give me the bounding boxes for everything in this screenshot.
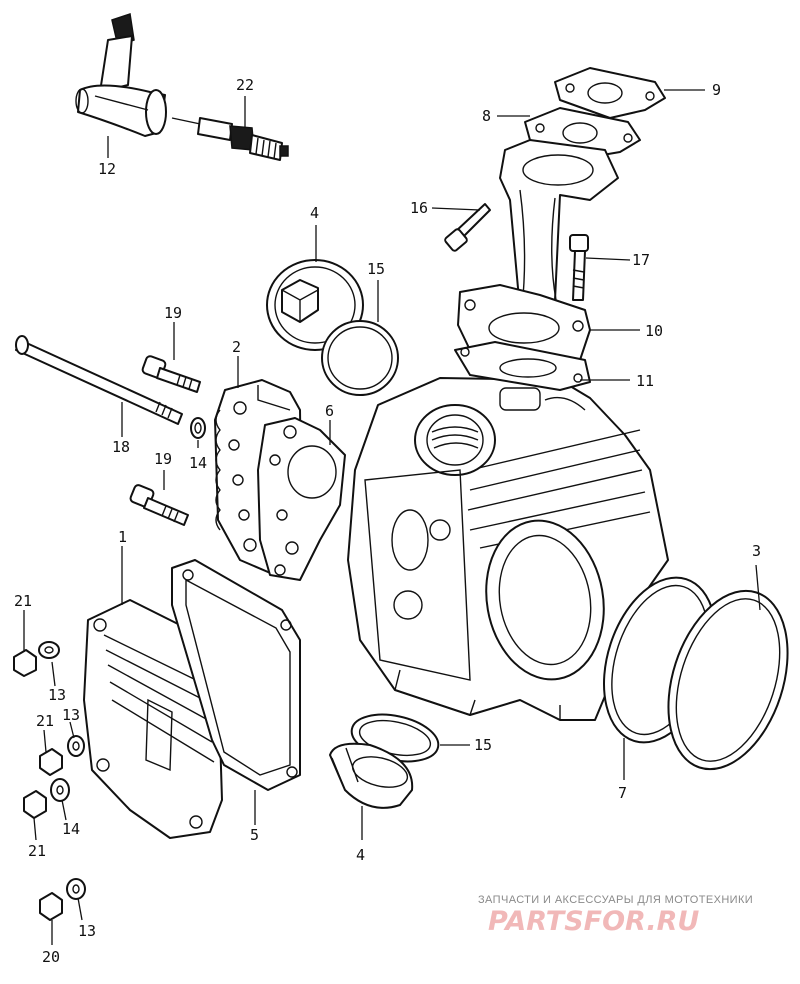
- callout-4-lower: 4: [356, 846, 365, 864]
- callout-11: 11: [636, 372, 654, 390]
- spark-plug: [171, 117, 289, 161]
- callout-12: 12: [98, 160, 116, 178]
- nut-20: [39, 892, 63, 921]
- callout-18: 18: [112, 438, 130, 456]
- intake-pipe: [499, 139, 619, 311]
- callout-4-upper: 4: [310, 204, 319, 222]
- nut-21-low: [23, 790, 47, 819]
- spark-plug-cap: [75, 13, 167, 137]
- callout-13-bottom: 13: [78, 922, 96, 940]
- callout-3: 3: [752, 542, 761, 560]
- cylinder-head: [347, 377, 669, 721]
- watermark: ЗАПЧАСТИ И АКСЕССУАРЫ ДЛЯ МОТОТЕХНИКИ PA…: [478, 894, 753, 937]
- washer-14-lower: [50, 778, 70, 802]
- nut-21-mid: [39, 748, 63, 776]
- bolt-19-upper: [141, 355, 201, 393]
- washer-13-top: [38, 641, 60, 659]
- callout-19-lower: 19: [154, 450, 172, 468]
- stud-bolt: [15, 335, 183, 425]
- callout-13-top: 13: [48, 686, 66, 704]
- callout-21-top: 21: [14, 592, 32, 610]
- callout-6: 6: [325, 402, 334, 420]
- callout-10: 10: [645, 322, 663, 340]
- bolt-16: [444, 203, 491, 252]
- callout-15-lower: 15: [474, 736, 492, 754]
- callout-22: 22: [236, 76, 254, 94]
- o-ring-upper: [321, 320, 399, 396]
- insulator-9: [554, 67, 666, 119]
- head-cover-gasket: [171, 559, 301, 791]
- callout-17: 17: [632, 251, 650, 269]
- callout-21-low: 21: [28, 842, 46, 860]
- watermark-tagline: ЗАПЧАСТИ И АКСЕССУАРЫ ДЛЯ МОТОТЕХНИКИ: [478, 894, 753, 906]
- callout-14-lower: 14: [62, 820, 80, 838]
- callout-8: 8: [482, 107, 491, 125]
- washer-14-upper: [190, 417, 206, 439]
- holder-gasket: [257, 417, 346, 581]
- bolt-17: [569, 234, 589, 301]
- intake-gasket-11: [454, 341, 591, 391]
- callout-2: 2: [232, 338, 241, 356]
- watermark-logo: PARTSFOR.RU: [488, 906, 699, 937]
- tappet-cap-lower: [329, 742, 414, 809]
- callout-7: 7: [618, 784, 627, 802]
- callout-20: 20: [42, 948, 60, 966]
- callout-21-mid: 21: [36, 712, 54, 730]
- leader-lines: [23, 89, 761, 945]
- washer-13-bottom: [66, 878, 86, 900]
- callout-labels: 12 22 4 15 19 2 18 14 19 6 1 21 13 21 13…: [14, 76, 761, 966]
- callout-15-upper: 15: [367, 260, 385, 278]
- callout-13-mid: 13: [62, 706, 80, 724]
- side-cover-3: [667, 589, 789, 771]
- callout-1: 1: [118, 528, 127, 546]
- callout-9: 9: [712, 81, 721, 99]
- callout-5: 5: [250, 826, 259, 844]
- washer-13-mid: [67, 735, 85, 757]
- bolt-19-lower: [129, 484, 189, 526]
- callout-19-upper: 19: [164, 304, 182, 322]
- nut-21-top: [13, 649, 37, 677]
- callout-16: 16: [410, 199, 428, 217]
- callout-14-upper: 14: [189, 454, 207, 472]
